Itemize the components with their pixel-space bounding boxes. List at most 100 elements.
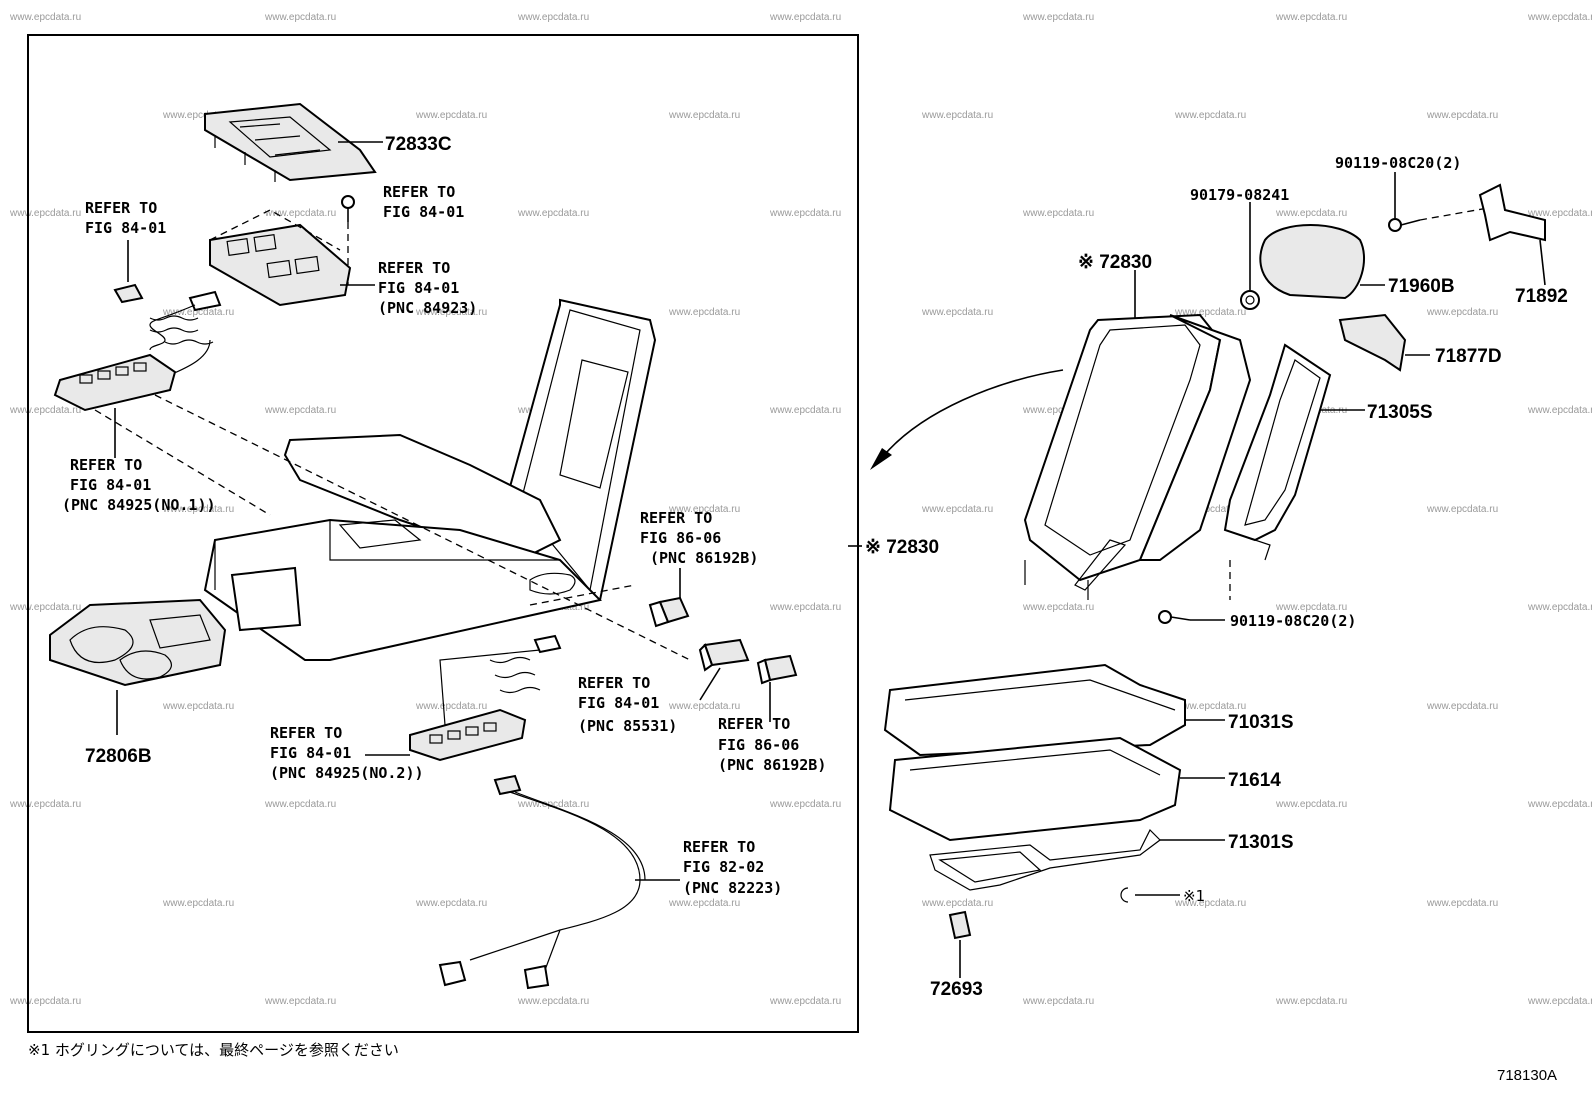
callout-90119-bottom: 90119-08C20(2) [1230,612,1356,630]
watermark-text: www.epcdata.ru [264,12,336,23]
watermark-text: www.epcdata.ru [769,996,841,1007]
svg-text:REFER TO: REFER TO [718,715,790,733]
switch-86192b-a-drawing [648,596,690,628]
watermark-text: www.epcdata.ru [769,208,841,219]
cushion-71614-drawing [888,736,1182,842]
watermark-text: www.epcdata.ru [264,996,336,1007]
clip-drawing [113,283,144,304]
svg-text:FIG 84-01: FIG 84-01 [383,203,464,221]
watermark-text: www.epcdata.ru [921,504,993,515]
callout-71031s: 71031S [1228,712,1294,733]
reference-r1: REFER TO FIG 84-01 [85,199,166,237]
reference-r8: REFER TO FIG 84-01 (PNC 84925(NO.2)) [270,724,424,782]
svg-text:FIG 86-06: FIG 86-06 [718,736,799,754]
watermark-text: www.epcdata.ru [9,602,81,613]
clip-72693-drawing [948,910,972,940]
svg-text:REFER TO: REFER TO [578,674,650,692]
watermark-text: www.epcdata.ru [769,12,841,23]
watermark-text: www.epcdata.ru [1174,110,1246,121]
bracket-71892-drawing [1478,183,1546,242]
watermark-text: www.epcdata.ru [1174,701,1246,712]
svg-text:(PNC 82223): (PNC 82223) [683,879,782,897]
watermark-text: www.epcdata.ru [517,208,589,219]
watermark-text: www.epcdata.ru [162,110,234,121]
watermark-text: www.epcdata.ru [1527,12,1592,23]
watermark-text: www.epcdata.ru [921,307,993,318]
callout-90179: 90179-08241 [1190,186,1289,204]
armrest-frame-drawing [203,298,657,661]
watermark-text: www.epcdata.ru [9,996,81,1007]
callout-72806b: 72806B [85,746,152,767]
watermark-text: www.epcdata.ru [668,504,740,515]
watermark-text: www.epcdata.ru [1527,405,1592,416]
bolt-90119-top-drawing [1388,218,1421,232]
watermark-text: www.epcdata.ru [162,307,234,318]
footnote: ※1 ホグリングについては、最終ページを参照ください [28,1041,399,1059]
watermark-text: www.epcdata.ru [1174,504,1246,515]
watermark-text: www.epcdata.ru [9,208,81,219]
callout-71614: 71614 [1228,770,1281,791]
svg-text:FIG 86-06: FIG 86-06 [640,529,721,547]
switch-85531-drawing [698,638,750,672]
svg-text:FIG 82-02: FIG 82-02 [683,858,764,876]
svg-text:(PNC 84923): (PNC 84923) [378,299,477,317]
watermark-text: www.epcdata.ru [415,701,487,712]
svg-text:FIG 84-01: FIG 84-01 [85,219,166,237]
watermark-text: www.epcdata.ru [9,799,81,810]
callout-71877d: 71877D [1435,346,1502,367]
cupholder-72806b-drawing [49,598,227,687]
watermark-text: www.epcdata.ru [668,110,740,121]
reference-r6: REFER TO FIG 84-01 (PNC 85531) [578,674,677,735]
watermark-text: www.epcdata.ru [517,12,589,23]
callout-72693: 72693 [930,979,983,1000]
panel-72833c-drawing [204,102,377,182]
svg-text:(PNC 84925(NO.1)): (PNC 84925(NO.1)) [62,496,216,514]
watermark-text: www.epcdata.ru [769,799,841,810]
watermark-text: www.epcdata.ru [162,701,234,712]
svg-text:REFER TO: REFER TO [378,259,450,277]
svg-text:REFER TO: REFER TO [70,456,142,474]
watermark-text: www.epcdata.ru [264,208,336,219]
watermark-text: www.epcdata.ru [921,110,993,121]
reference-r4: REFER TO FIG 84-01 (PNC 84925(NO.1)) [62,456,216,514]
watermark-text: www.epcdata.ru [1527,208,1592,219]
callout-90119-top: 90119-08C20(2) [1335,154,1461,172]
callout-71301s: 71301S [1228,832,1294,853]
seatback-72830-drawing [1023,313,1252,600]
remote-no1-drawing [53,290,222,412]
svg-text:REFER TO: REFER TO [270,724,342,742]
watermark-text: www.epcdata.ru [668,307,740,318]
watermark-text: www.epcdata.ru [264,799,336,810]
cover-71877d-drawing [1338,313,1407,372]
watermark-text: www.epcdata.ru [162,504,234,515]
frame-71305s-drawing [1223,343,1332,561]
watermark-text: www.epcdata.ru [1022,405,1094,416]
watermark-text: www.epcdata.ru [264,405,336,416]
assembly-box [27,34,859,1033]
watermark-text: www.epcdata.ru [1426,307,1498,318]
watermark-text: www.epcdata.ru [1022,12,1094,23]
callout-72833c: 72833C [385,134,452,155]
watermark-text: www.epcdata.ru [1022,208,1094,219]
watermark-text: www.epcdata.ru [1426,701,1498,712]
watermark-text: www.epcdata.ru [1527,602,1592,613]
watermark-text: www.epcdata.ru [769,602,841,613]
cushion-cover-71031s-drawing [883,663,1186,757]
watermark-text: www.epcdata.ru [415,898,487,909]
bolt-90119-bottom-drawing [1158,610,1191,624]
watermark-text: www.epcdata.ru [415,110,487,121]
svg-text:(PNC 86192B): (PNC 86192B) [650,549,758,567]
watermark-text: www.epcdata.ru [517,799,589,810]
svg-text:REFER TO: REFER TO [383,183,455,201]
watermark-text: www.epcdata.ru [162,898,234,909]
svg-text:FIG 84-01: FIG 84-01 [270,744,351,762]
callout-72830-box: ※ 72830 [865,537,939,558]
svg-text:(PNC 86192B): (PNC 86192B) [718,756,826,774]
svg-text:(PNC 84925(NO.2)): (PNC 84925(NO.2)) [270,764,424,782]
watermark-text: www.epcdata.ru [1275,996,1347,1007]
svg-text:REFER TO: REFER TO [85,199,157,217]
callout-72830-top: ※ 72830 [1078,252,1152,273]
watermark-text: www.epcdata.ru [1174,307,1246,318]
svg-text:(PNC 85531): (PNC 85531) [578,717,677,735]
